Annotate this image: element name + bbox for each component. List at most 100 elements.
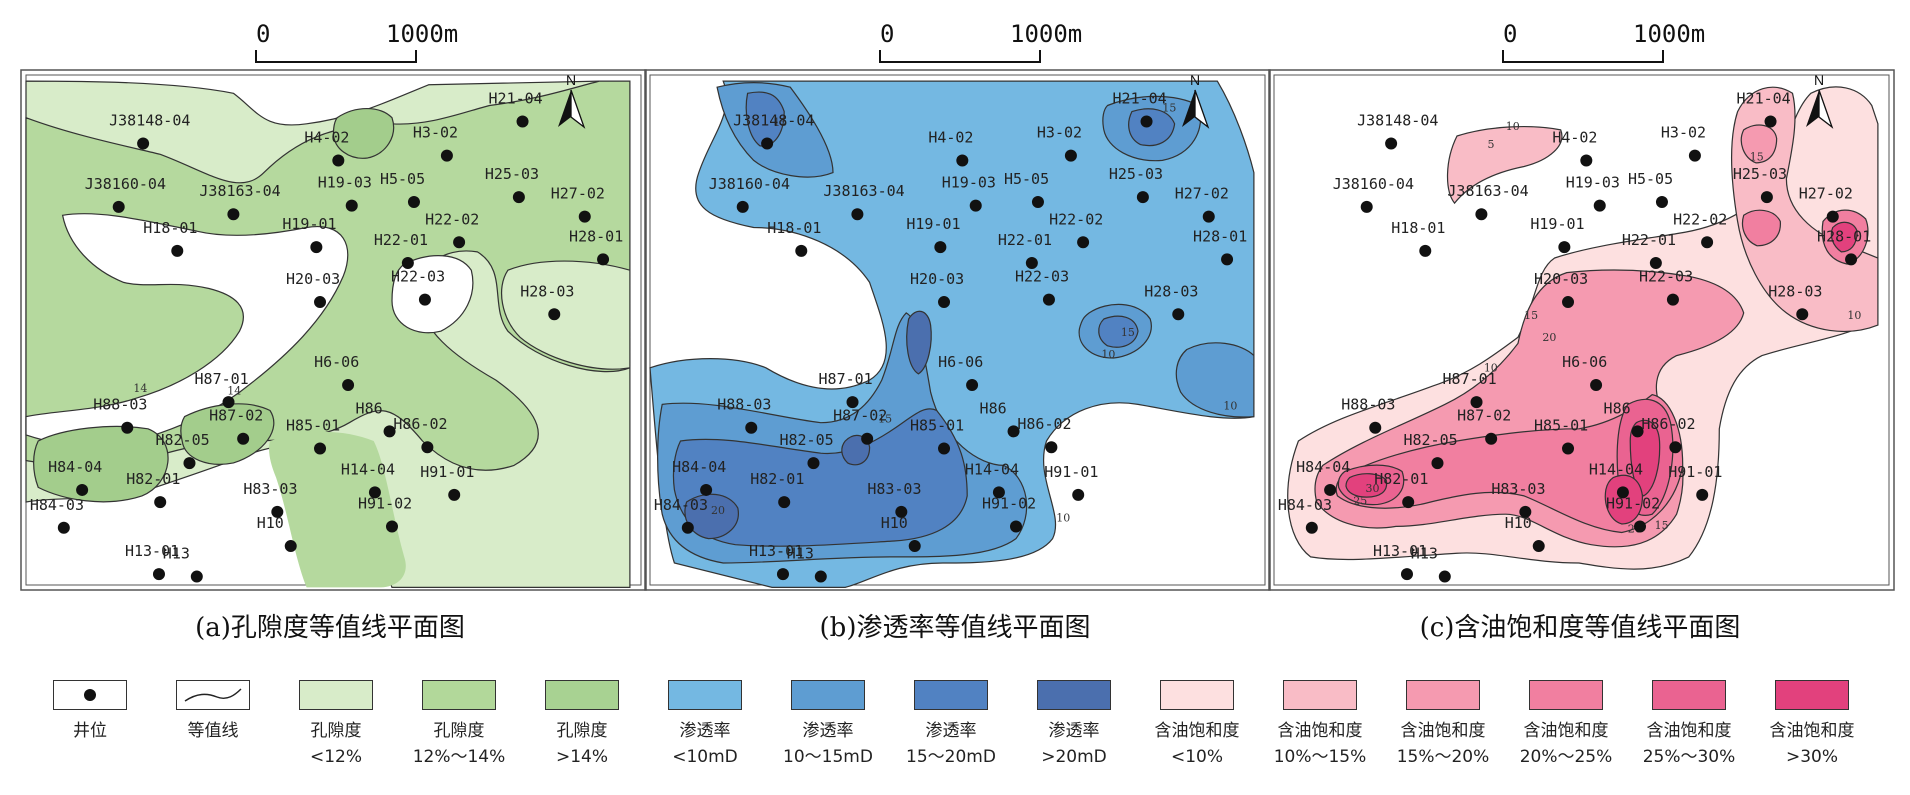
- well: H4-02: [1552, 129, 1597, 167]
- well: H91-02: [358, 495, 412, 533]
- legend-label: 井位: [73, 721, 107, 741]
- well-label: H10: [1505, 514, 1532, 532]
- well-marker: [1696, 488, 1709, 501]
- legend-label: 含油饱和度: [1646, 721, 1732, 741]
- well-label: H19-01: [906, 215, 960, 233]
- well-label: J38163-04: [823, 182, 904, 200]
- well-marker: [1562, 296, 1575, 309]
- legend-swatch: [422, 680, 496, 710]
- well-label: H91-02: [1606, 495, 1660, 513]
- north-arrow: N: [558, 72, 586, 129]
- well-marker: [1042, 293, 1055, 306]
- well-marker: [1369, 421, 1382, 434]
- well-marker: [1760, 191, 1773, 204]
- well-label: H87-01: [819, 370, 873, 388]
- well: H28-01: [1817, 227, 1871, 266]
- map-figure: 0 1000m 0 1000m 0 1000m 14: [20, 20, 1895, 643]
- legend-label: 渗透率: [925, 721, 977, 741]
- well: H85-01: [286, 416, 340, 455]
- well: H86: [356, 399, 396, 438]
- well-marker: [342, 379, 355, 392]
- scale-zero: 0: [256, 20, 270, 48]
- well: H14-04: [341, 460, 395, 499]
- contour-label: 20: [1542, 331, 1556, 344]
- well: H20-03: [286, 270, 340, 309]
- well-label: H84-03: [654, 496, 708, 514]
- well: H86-02: [393, 415, 448, 454]
- well-label: H6-06: [314, 353, 359, 371]
- legend-label: 渗透率: [679, 721, 731, 741]
- well-marker: [57, 521, 70, 534]
- well-label: J38148-04: [733, 111, 814, 129]
- well-marker: [407, 196, 420, 209]
- well-label: H22-02: [425, 210, 479, 228]
- well-marker: [1007, 425, 1020, 438]
- well: J38148-04: [733, 111, 814, 150]
- well-marker: [548, 308, 561, 321]
- well-marker: [222, 396, 235, 409]
- contour-label: 20: [711, 504, 725, 517]
- legend-item: 孔隙度>14%: [522, 676, 642, 770]
- legend-range: 10～15mD: [783, 747, 873, 767]
- well-label: H22-01: [998, 231, 1052, 249]
- well: H22-01: [374, 231, 428, 270]
- well: H5-05: [1628, 170, 1673, 209]
- well: H85-01: [910, 416, 964, 455]
- well-marker: [418, 293, 431, 306]
- north-arrow: N: [1182, 72, 1210, 129]
- well-marker: [1666, 293, 1679, 306]
- well-marker: [761, 137, 774, 150]
- well: H82-05: [779, 431, 834, 470]
- well: H28-03: [520, 282, 574, 321]
- well-label: H84-03: [30, 496, 84, 514]
- legend-label: 渗透率: [802, 721, 854, 741]
- well-label: J38160-04: [1333, 175, 1414, 193]
- legend-range: >20mD: [1041, 747, 1107, 767]
- well-marker: [1077, 236, 1090, 249]
- well: H22-01: [1622, 231, 1676, 270]
- well-label: H86: [980, 399, 1007, 417]
- well: H19-01: [1530, 215, 1585, 254]
- well: H10: [881, 514, 921, 553]
- contour-label: 5: [1488, 138, 1495, 151]
- well: H82-01: [126, 470, 180, 509]
- well-label: H19-03: [1566, 174, 1620, 192]
- legend-range: >30%: [1785, 747, 1839, 767]
- well-label: H22-01: [1622, 231, 1676, 249]
- contour-label: 15: [1121, 326, 1135, 339]
- well-marker: [516, 115, 529, 128]
- well-marker: [1064, 149, 1077, 162]
- well-marker: [736, 200, 749, 213]
- well-label: H18-01: [143, 219, 197, 237]
- well: H83-03: [867, 480, 922, 518]
- contour-label: 14: [133, 382, 147, 395]
- well-marker: [846, 396, 859, 409]
- well: H82-05: [1403, 431, 1458, 470]
- well-marker: [227, 208, 240, 221]
- well-marker: [190, 570, 203, 583]
- well-label: H3-02: [1661, 124, 1706, 142]
- well-label: H86-02: [1017, 415, 1071, 433]
- well-label: H21-04: [1113, 90, 1167, 108]
- well-label: H88-03: [93, 396, 147, 414]
- well-label: J38148-04: [109, 111, 190, 129]
- well-label: H87-02: [209, 407, 263, 425]
- legend-label: 含油饱和度: [1277, 721, 1363, 741]
- well: H22-02: [1049, 210, 1103, 249]
- well-marker: [1590, 379, 1603, 392]
- well-marker: [112, 200, 125, 213]
- well-label: H84-04: [1296, 458, 1350, 476]
- well: H91-02: [982, 495, 1036, 533]
- well-marker: [578, 210, 591, 223]
- well: H84-04: [672, 458, 726, 496]
- well-marker: [992, 486, 1005, 499]
- well-label: H28-03: [1768, 282, 1822, 300]
- well-label: H13-01: [1373, 542, 1427, 560]
- well: H4-02: [928, 129, 973, 167]
- legend-swatch: [1529, 680, 1603, 710]
- well-marker: [171, 244, 184, 257]
- well-marker: [1631, 425, 1644, 438]
- well-marker: [310, 241, 323, 254]
